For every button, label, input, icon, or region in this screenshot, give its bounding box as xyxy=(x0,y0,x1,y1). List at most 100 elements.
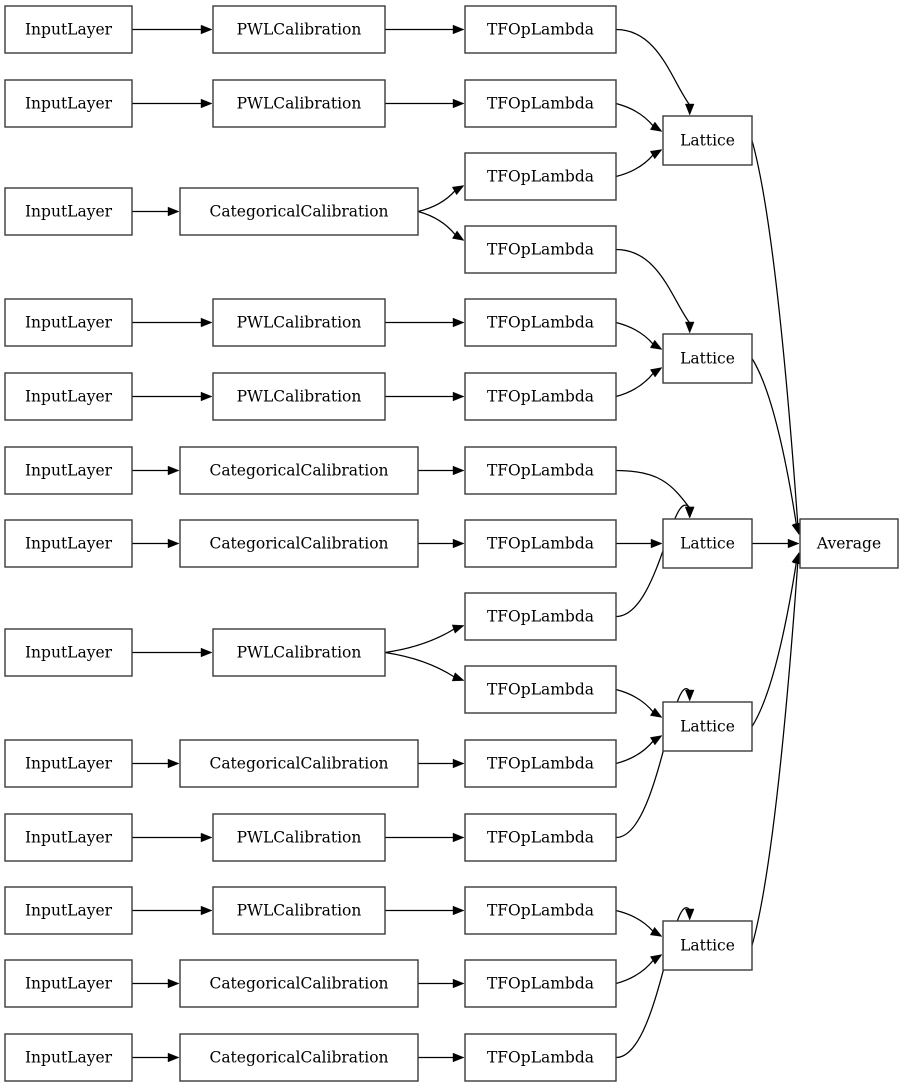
node-in2-input-layer[interactable]: InputLayer xyxy=(4,79,133,128)
arrowhead-icon xyxy=(452,758,465,769)
node-box[interactable] xyxy=(464,959,617,1008)
node-op12-tfop-lambda[interactable]: TFOpLambda xyxy=(464,813,617,862)
node-lat4-lattice[interactable]: Lattice xyxy=(662,701,753,752)
node-box[interactable] xyxy=(464,372,617,421)
arrowhead-icon xyxy=(649,707,663,718)
arrowhead-icon xyxy=(452,978,465,989)
node-lat3-lattice[interactable]: Lattice xyxy=(662,518,753,569)
node-box[interactable] xyxy=(4,298,133,347)
node-box[interactable] xyxy=(4,959,133,1008)
node-box[interactable] xyxy=(464,519,617,568)
node-box[interactable] xyxy=(464,298,617,347)
arrowhead-icon xyxy=(650,538,663,549)
node-cal13-categorical-calibration[interactable]: CategoricalCalibration xyxy=(179,1033,419,1082)
node-op6-tfop-lambda[interactable]: TFOpLambda xyxy=(464,372,617,421)
node-in6-input-layer[interactable]: InputLayer xyxy=(4,446,133,495)
node-lat1-lattice[interactable]: Lattice xyxy=(662,115,753,166)
node-box[interactable] xyxy=(464,152,617,201)
node-cal2-pwlcalibration[interactable]: PWLCalibration xyxy=(212,79,386,128)
node-cal4-pwlcalibration[interactable]: PWLCalibration xyxy=(212,298,386,347)
node-box[interactable] xyxy=(464,225,617,274)
node-box[interactable] xyxy=(212,298,386,347)
node-op7-tfop-lambda[interactable]: TFOpLambda xyxy=(464,446,617,495)
node-box[interactable] xyxy=(464,5,617,54)
node-box[interactable] xyxy=(4,446,133,495)
node-box[interactable] xyxy=(179,739,419,788)
node-lat5-lattice[interactable]: Lattice xyxy=(662,920,753,971)
node-in4-input-layer[interactable]: InputLayer xyxy=(4,298,133,347)
node-box[interactable] xyxy=(4,1033,133,1082)
node-box[interactable] xyxy=(4,372,133,421)
node-in1-input-layer[interactable]: InputLayer xyxy=(4,5,133,54)
node-box[interactable] xyxy=(179,187,419,236)
node-box[interactable] xyxy=(662,920,753,971)
node-cal7-categorical-calibration[interactable]: CategoricalCalibration xyxy=(179,519,419,568)
node-cal9-categorical-calibration[interactable]: CategoricalCalibration xyxy=(179,739,419,788)
node-cal1-pwlcalibration[interactable]: PWLCalibration xyxy=(212,5,386,54)
node-box[interactable] xyxy=(799,518,899,569)
node-op10-tfop-lambda[interactable]: TFOpLambda xyxy=(464,665,617,714)
node-box[interactable] xyxy=(212,5,386,54)
node-box[interactable] xyxy=(464,1033,617,1082)
node-in13-input-layer[interactable]: InputLayer xyxy=(4,1033,133,1082)
node-cal12-categorical-calibration[interactable]: CategoricalCalibration xyxy=(179,959,419,1008)
node-in5-input-layer[interactable]: InputLayer xyxy=(4,372,133,421)
arrowhead-icon xyxy=(649,735,663,746)
node-box[interactable] xyxy=(179,519,419,568)
node-box[interactable] xyxy=(662,333,753,384)
node-box[interactable] xyxy=(4,79,133,128)
node-box[interactable] xyxy=(4,519,133,568)
node-cal5-pwlcalibration[interactable]: PWLCalibration xyxy=(212,372,386,421)
node-in9-input-layer[interactable]: InputLayer xyxy=(4,739,133,788)
node-op8-tfop-lambda[interactable]: TFOpLambda xyxy=(464,519,617,568)
node-box[interactable] xyxy=(662,518,753,569)
node-box[interactable] xyxy=(464,592,617,641)
node-op4-tfop-lambda[interactable]: TFOpLambda xyxy=(464,225,617,274)
node-box[interactable] xyxy=(212,813,386,862)
node-box[interactable] xyxy=(4,813,133,862)
node-box[interactable] xyxy=(179,1033,419,1082)
node-box[interactable] xyxy=(4,886,133,935)
node-box[interactable] xyxy=(464,79,617,128)
node-box[interactable] xyxy=(4,187,133,236)
node-op9-tfop-lambda[interactable]: TFOpLambda xyxy=(464,592,617,641)
node-box[interactable] xyxy=(464,665,617,714)
node-cal3-categorical-calibration[interactable]: CategoricalCalibration xyxy=(179,187,419,236)
node-op15-tfop-lambda[interactable]: TFOpLambda xyxy=(464,1033,617,1082)
node-cal8-pwlcalibration[interactable]: PWLCalibration xyxy=(212,628,386,677)
node-in3-input-layer[interactable]: InputLayer xyxy=(4,187,133,236)
edge-categorical-calibration-to-tfop-lambda xyxy=(418,538,465,549)
node-in12-input-layer[interactable]: InputLayer xyxy=(4,959,133,1008)
node-in7-input-layer[interactable]: InputLayer xyxy=(4,519,133,568)
node-in8-input-layer[interactable]: InputLayer xyxy=(4,628,133,677)
node-cal11-pwlcalibration[interactable]: PWLCalibration xyxy=(212,886,386,935)
node-box[interactable] xyxy=(212,79,386,128)
node-op3-tfop-lambda[interactable]: TFOpLambda xyxy=(464,152,617,201)
node-box[interactable] xyxy=(179,446,419,495)
node-box[interactable] xyxy=(464,813,617,862)
node-box[interactable] xyxy=(212,628,386,677)
node-cal6-categorical-calibration[interactable]: CategoricalCalibration xyxy=(179,446,419,495)
node-op5-tfop-lambda[interactable]: TFOpLambda xyxy=(464,298,617,347)
node-box[interactable] xyxy=(212,886,386,935)
node-box[interactable] xyxy=(464,739,617,788)
node-cal10-pwlcalibration[interactable]: PWLCalibration xyxy=(212,813,386,862)
node-op11-tfop-lambda[interactable]: TFOpLambda xyxy=(464,739,617,788)
node-in11-input-layer[interactable]: InputLayer xyxy=(4,886,133,935)
node-op2-tfop-lambda[interactable]: TFOpLambda xyxy=(464,79,617,128)
node-box[interactable] xyxy=(464,886,617,935)
node-box[interactable] xyxy=(464,446,617,495)
node-box[interactable] xyxy=(662,115,753,166)
node-lat2-lattice[interactable]: Lattice xyxy=(662,333,753,384)
node-box[interactable] xyxy=(4,5,133,54)
node-box[interactable] xyxy=(212,372,386,421)
node-box[interactable] xyxy=(4,739,133,788)
node-box[interactable] xyxy=(179,959,419,1008)
node-box[interactable] xyxy=(662,701,753,752)
node-in10-input-layer[interactable]: InputLayer xyxy=(4,813,133,862)
node-op13-tfop-lambda[interactable]: TFOpLambda xyxy=(464,886,617,935)
node-box[interactable] xyxy=(4,628,133,677)
node-op14-tfop-lambda[interactable]: TFOpLambda xyxy=(464,959,617,1008)
node-op1-tfop-lambda[interactable]: TFOpLambda xyxy=(464,5,617,54)
node-avg-average[interactable]: Average xyxy=(799,518,899,569)
